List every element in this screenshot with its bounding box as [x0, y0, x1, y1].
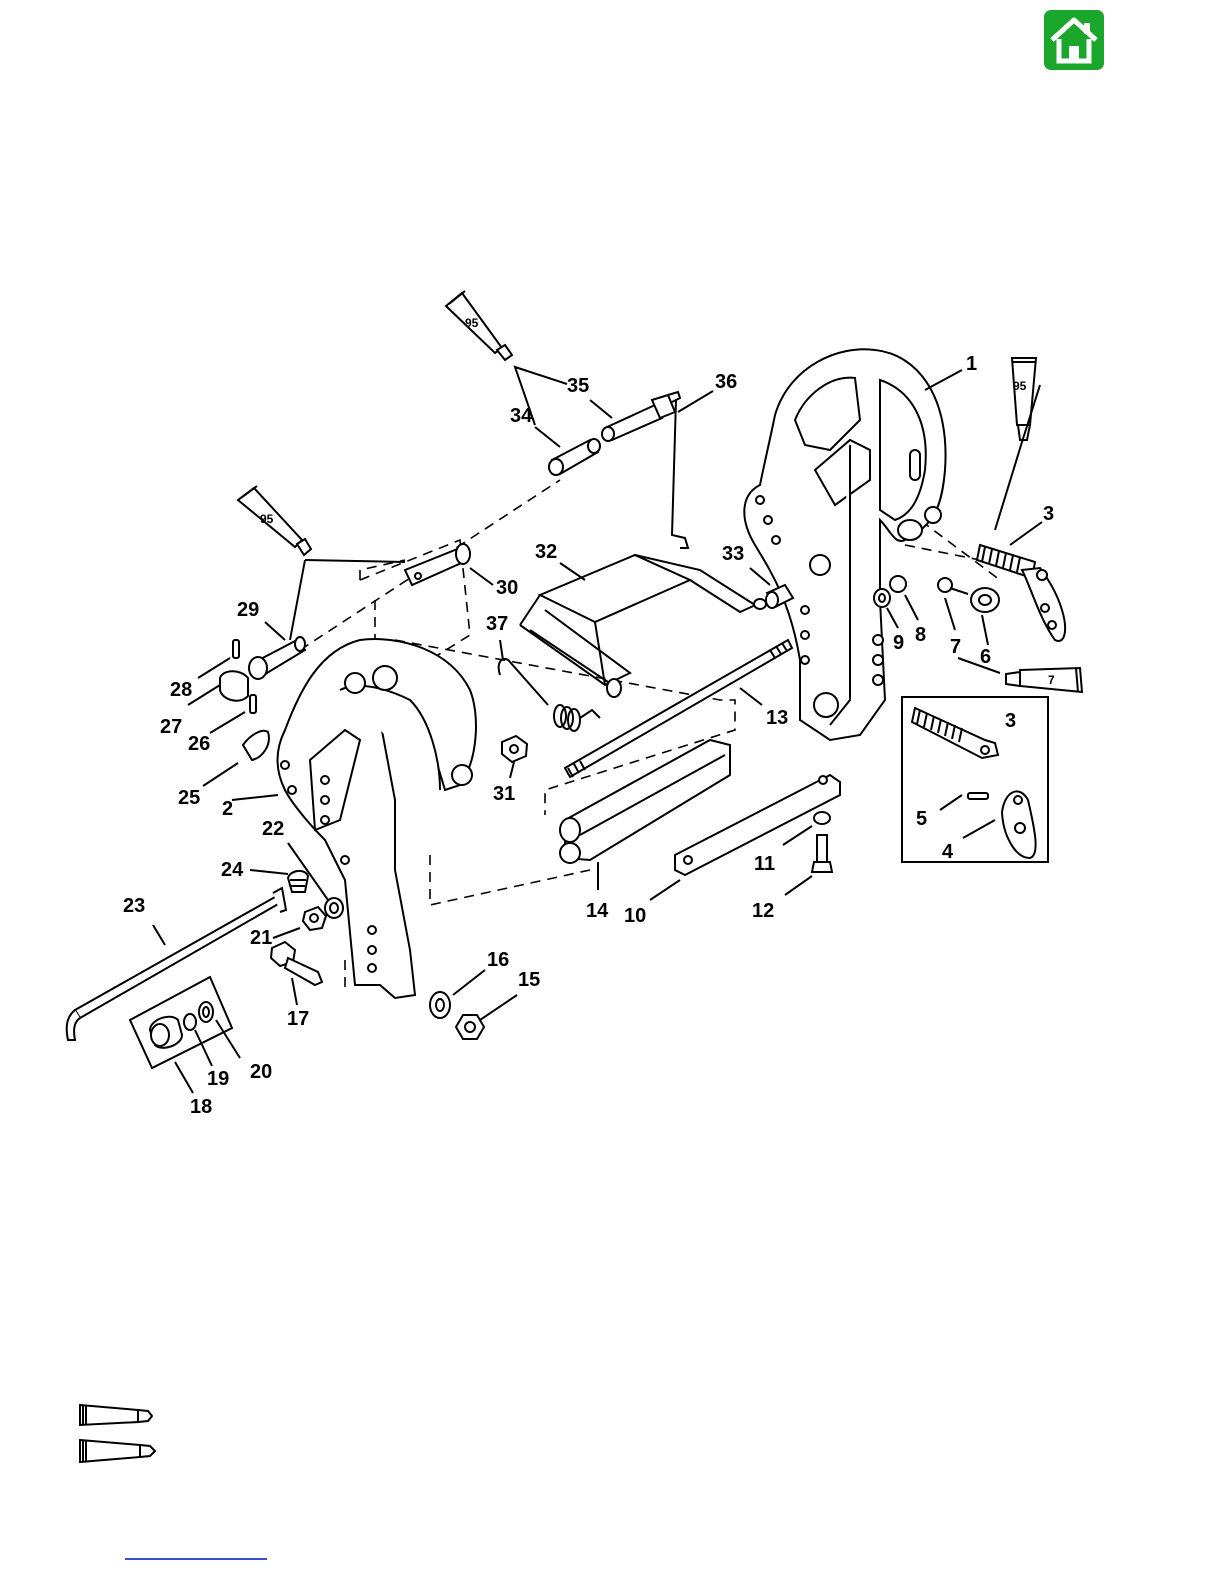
- tube-label: 95: [260, 512, 274, 526]
- callout-11: 11: [754, 853, 775, 875]
- callout-36: 36: [715, 371, 737, 393]
- footer-link-underline[interactable]: [125, 1558, 267, 1560]
- callout-27: 27: [160, 716, 182, 738]
- callout-7: 7: [950, 636, 961, 658]
- tube-label: 95: [465, 316, 479, 330]
- legend-tube-2: [80, 1440, 155, 1462]
- callout-16: 16: [487, 949, 509, 971]
- callout-35: 35: [567, 375, 589, 397]
- callout-15: 15: [518, 969, 540, 991]
- pivot-pin: [405, 544, 470, 585]
- callout-5: 5: [916, 808, 927, 830]
- callout-21: 21: [250, 927, 272, 949]
- callout-34: 34: [510, 405, 533, 427]
- shift-rod: [668, 392, 688, 548]
- small-hardware-right: [874, 576, 999, 612]
- callout-24: 24: [221, 859, 244, 881]
- callout-31: 31: [493, 783, 515, 805]
- lubricant-tube-b: 95: [238, 486, 311, 555]
- callout-29: 29: [237, 599, 259, 621]
- small-hardware-left: [288, 871, 343, 930]
- callout-14: 14: [586, 900, 609, 922]
- callout-23: 23: [123, 895, 145, 917]
- upper-pins: [549, 395, 675, 475]
- lubricant-tube-d: 7: [1006, 668, 1082, 692]
- callout-13: 13: [766, 707, 788, 729]
- callout-30: 30: [496, 577, 518, 599]
- callout-20: 20: [250, 1061, 272, 1083]
- callout-10: 10: [624, 905, 646, 927]
- nut-and-washer: [430, 992, 484, 1039]
- callout-17: 17: [287, 1008, 309, 1030]
- callout-33: 33: [722, 543, 744, 565]
- lock-nut: [502, 736, 527, 762]
- callout-19: 19: [207, 1068, 229, 1090]
- transom-bracket-left: [278, 639, 476, 998]
- tilt-stop-kit-inset: [902, 697, 1048, 862]
- callout-3-inset: 3: [1005, 710, 1016, 732]
- callout-1: 1: [966, 353, 977, 375]
- bolt: [271, 942, 322, 985]
- callout-37: 37: [486, 613, 508, 635]
- callout-28: 28: [170, 679, 192, 701]
- callout-3: 3: [1043, 503, 1054, 525]
- callout-25: 25: [178, 787, 200, 809]
- tube-label: 7: [1048, 673, 1055, 687]
- transom-bracket-right: [744, 349, 945, 740]
- legend-tube-1: [80, 1405, 152, 1425]
- callout-12: 12: [752, 900, 774, 922]
- callout-8: 8: [915, 624, 926, 646]
- callout-9: 9: [893, 632, 904, 654]
- callout-26: 26: [188, 733, 210, 755]
- callout-4: 4: [942, 841, 954, 863]
- callout-18: 18: [190, 1096, 212, 1118]
- lubricant-tube-c: 95: [1012, 358, 1036, 440]
- lubricant-tube-a: 95: [446, 291, 512, 360]
- callout-6: 6: [980, 646, 991, 668]
- callout-32: 32: [535, 541, 557, 563]
- callout-22: 22: [262, 818, 284, 840]
- tube-label: 95: [1013, 379, 1027, 393]
- callout-2: 2: [222, 798, 233, 820]
